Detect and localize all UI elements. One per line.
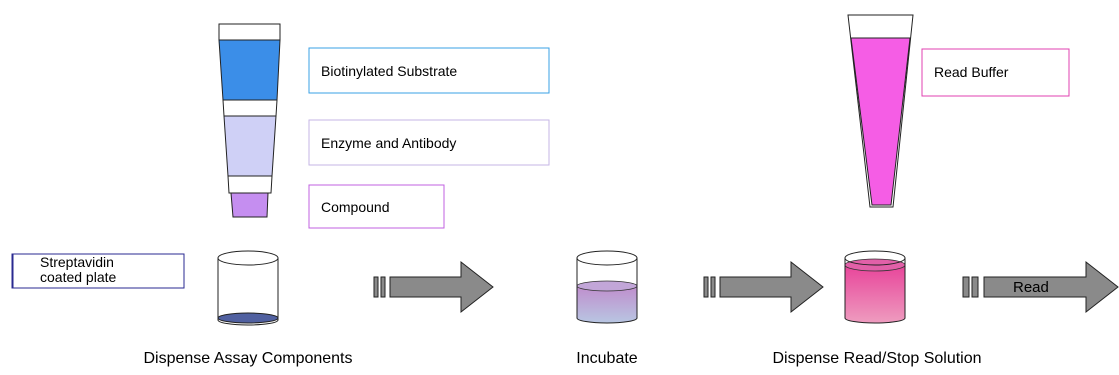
caption-dispense-read-stop: Dispense Read/Stop Solution [772,350,981,367]
arrow-to-read-dispense [703,260,824,314]
read-buffer-label: Read Buffer [934,64,1009,80]
biotinylated-substrate-box: Biotinylated Substrate [308,47,550,94]
read-buffer-box: Read Buffer [921,48,1070,97]
compound-label: Compound [321,199,390,215]
plate-label-line2: coated plate [40,269,116,285]
read-well [844,250,906,324]
caption-incubate: Incubate [576,350,637,367]
substrate-layer [218,39,281,101]
biotinylated-substrate-label: Biotinylated Substrate [321,63,457,79]
read-buffer-tip [847,14,914,208]
empty-well [217,250,279,326]
read-buffer-liquid [850,37,911,206]
enzyme-layer [223,115,277,177]
incubate-well [576,250,638,324]
read-arrow-label: Read [1013,279,1049,296]
compound-layer [230,192,269,218]
compound-box: Compound [308,184,445,229]
plate-label-line1: Streptavidin [40,254,114,270]
enzyme-antibody-box: Enzyme and Antibody [308,119,550,166]
dispense-tip [218,23,281,218]
plate-box: Streptavidin coated plate [11,253,185,289]
caption-dispense-assay-components: Dispense Assay Components [144,350,353,367]
read-arrow: Read [962,260,1119,314]
arrow-to-incubate [373,260,494,314]
enzyme-antibody-label: Enzyme and Antibody [321,135,456,151]
